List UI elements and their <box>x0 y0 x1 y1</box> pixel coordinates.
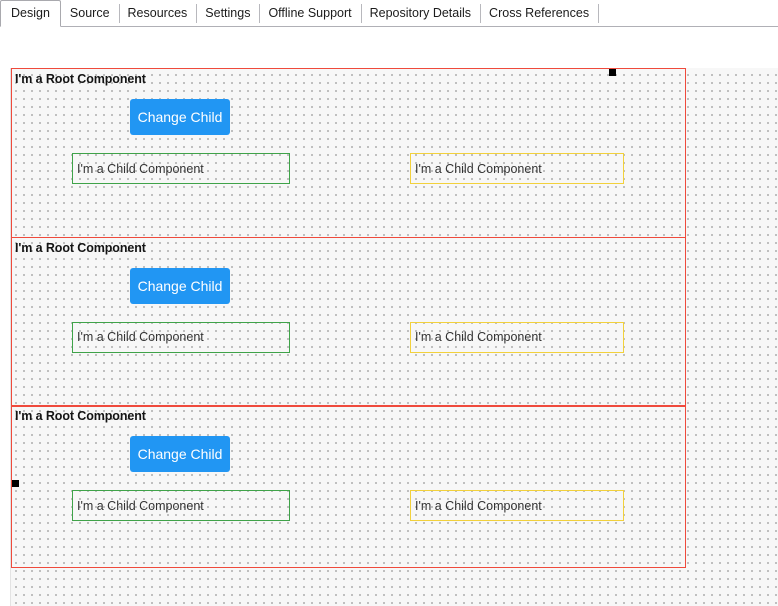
child-component-label: I'm a Child Component <box>415 498 542 513</box>
tab-bar-bottom-rule <box>0 26 778 27</box>
child-component-label: I'm a Child Component <box>77 330 204 344</box>
root-component-title: I'm a Root Component <box>15 72 146 86</box>
child-component-label: I'm a Child Component <box>77 498 204 513</box>
root-component-stack: I'm a Root Component Change Child I'm a … <box>11 68 686 568</box>
child-component-right[interactable]: I'm a Child Component <box>410 321 624 353</box>
tab-strip: Design Source Resources Settings Offline… <box>0 0 600 27</box>
tab-design[interactable]: Design <box>0 0 61 27</box>
root-component-title: I'm a Root Component <box>15 240 146 255</box>
editor-tab-bar: Design Source Resources Settings Offline… <box>0 0 778 28</box>
child-component-label: I'm a Child Component <box>415 161 542 176</box>
tab-settings[interactable]: Settings <box>196 0 260 27</box>
child-component-left[interactable]: I'm a Child Component <box>72 153 290 184</box>
tab-cross-references-label: Cross References <box>489 6 590 21</box>
tab-settings-label: Settings <box>205 6 251 21</box>
tab-resources-label: Resources <box>127 6 188 21</box>
tab-source-label: Source <box>69 6 110 21</box>
selection-handle-top[interactable] <box>609 69 616 76</box>
child-component-right[interactable]: I'm a Child Component <box>410 490 624 521</box>
change-child-button[interactable]: Change Child <box>130 99 230 135</box>
tab-source[interactable]: Source <box>60 0 119 27</box>
tab-cross-references[interactable]: Cross References <box>480 0 599 27</box>
tab-offline-support-label: Offline Support <box>268 6 352 21</box>
child-component-left[interactable]: I'm a Child Component <box>72 490 290 521</box>
tab-repository-details-label: Repository Details <box>369 6 472 21</box>
tab-resources[interactable]: Resources <box>118 0 197 27</box>
root-component[interactable]: I'm a Root Component Change Child I'm a … <box>11 68 686 238</box>
child-component-label: I'm a Child Component <box>415 330 542 344</box>
tab-design-label: Design <box>11 6 50 21</box>
design-canvas[interactable]: I'm a Root Component Change Child I'm a … <box>10 68 778 606</box>
child-component-label: I'm a Child Component <box>77 161 204 176</box>
child-component-left[interactable]: I'm a Child Component <box>72 321 290 353</box>
active-tab-notch <box>0 26 61 28</box>
change-child-button[interactable]: Change Child <box>130 436 230 472</box>
tab-repository-details[interactable]: Repository Details <box>360 0 481 27</box>
change-child-button[interactable]: Change Child <box>130 267 230 304</box>
root-component[interactable]: I'm a Root Component Change Child I'm a … <box>11 405 686 568</box>
selection-handle-left[interactable] <box>12 480 19 487</box>
root-component[interactable]: I'm a Root Component Change Child I'm a … <box>11 236 686 407</box>
child-component-right[interactable]: I'm a Child Component <box>410 153 624 184</box>
tab-trailing-separator <box>598 4 600 23</box>
tab-offline-support[interactable]: Offline Support <box>259 0 361 27</box>
root-component-title: I'm a Root Component <box>15 409 146 423</box>
